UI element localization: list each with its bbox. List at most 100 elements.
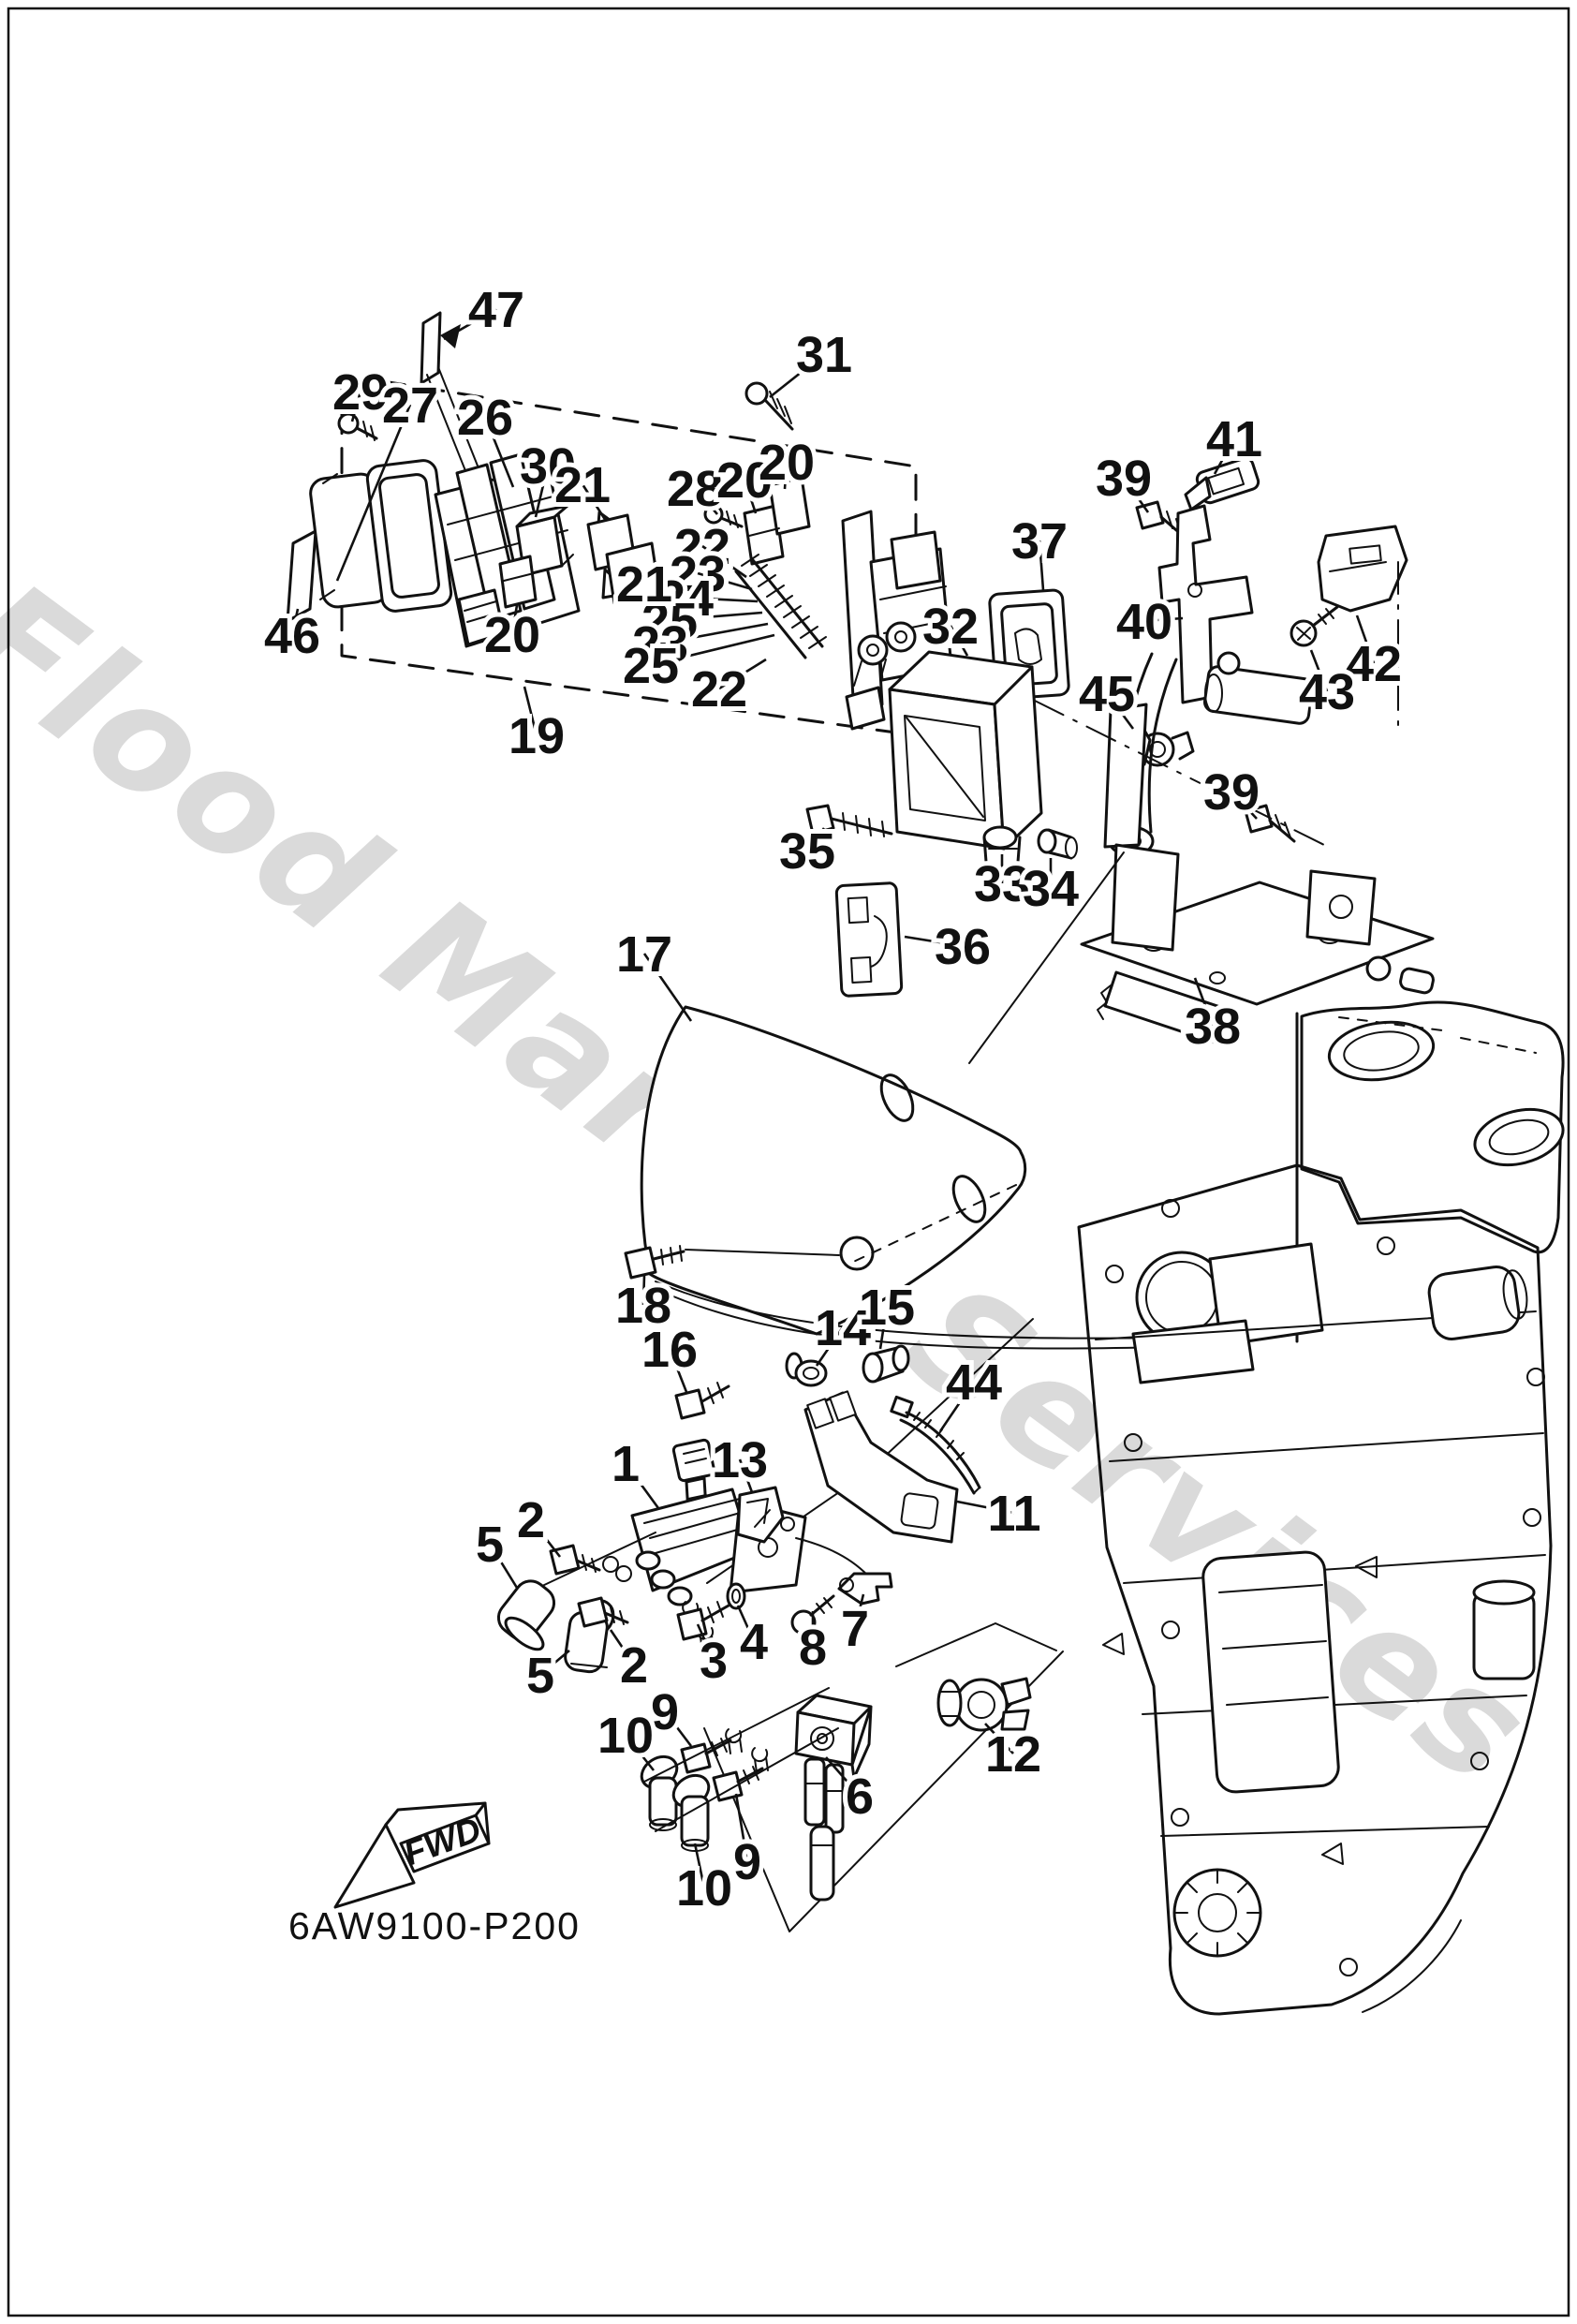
box-32	[853, 621, 1043, 851]
callout-leader	[938, 1381, 976, 1432]
relay-21	[586, 513, 661, 605]
screw-39a	[1135, 500, 1191, 543]
callout-label: 37	[1011, 513, 1068, 570]
bolt-16	[674, 1382, 730, 1420]
callout-leader	[805, 827, 826, 851]
callout-label: 39	[1203, 764, 1260, 821]
callout-leader	[1105, 692, 1135, 730]
callout-label: 13	[712, 1432, 768, 1488]
callout-leader	[650, 633, 775, 667]
callout-label: 47	[468, 282, 524, 338]
clamp-12	[936, 1677, 1032, 1732]
callout-label: 8	[799, 1620, 827, 1676]
callout-label: 36	[935, 919, 991, 975]
callout-leader	[641, 1275, 646, 1306]
plug-cap-10b	[671, 1773, 711, 1852]
callout-leader	[624, 1734, 656, 1771]
bracket-42	[1317, 525, 1408, 613]
leader-lines	[290, 307, 1376, 1888]
screw-28	[703, 504, 744, 528]
callout-leader	[624, 1462, 660, 1509]
page-border	[7, 7, 1570, 2317]
callout-label: 15	[859, 1280, 915, 1336]
callout-leader	[1038, 540, 1045, 591]
callout-label: 5	[526, 1648, 554, 1704]
callout-leader	[668, 1348, 688, 1393]
callout-label: 6	[846, 1769, 874, 1825]
callout-label: 26	[457, 390, 513, 446]
callout-label: 21	[554, 457, 611, 513]
callout-leader	[769, 352, 825, 399]
callout-label: 45	[1079, 666, 1135, 722]
callout-leader	[625, 581, 645, 585]
callout-leader	[1143, 616, 1184, 623]
callout-label: 19	[508, 708, 565, 764]
screw-31	[744, 381, 794, 431]
callout-label: 5	[476, 1517, 504, 1573]
callout-leader	[736, 1605, 756, 1642]
callout-label: 16	[641, 1322, 698, 1378]
grommet-33	[982, 825, 1022, 874]
callout-leader	[718, 658, 767, 690]
callout-label: 20	[484, 607, 540, 663]
axis-lines	[643, 1687, 839, 1832]
callout-leader	[443, 307, 497, 341]
callout-label: 17	[616, 926, 672, 983]
callout-label: 28	[667, 461, 723, 517]
bolt-18	[624, 1245, 840, 1280]
callout-label: 38	[1185, 999, 1241, 1055]
callout-label: 27	[382, 377, 438, 434]
fusebox-cover-27	[309, 459, 453, 613]
callout-leader	[738, 1458, 754, 1493]
callout-leader	[335, 404, 412, 582]
callout-label: 9	[651, 1684, 679, 1740]
callout-leader	[488, 1543, 519, 1589]
callout-leader	[642, 953, 693, 1022]
callout-label: 35	[779, 823, 835, 880]
callout-label: 2	[517, 1492, 545, 1548]
clamp-13	[736, 1486, 785, 1544]
callout-label: 43	[1299, 664, 1355, 720]
callout-leader	[743, 479, 758, 514]
pin-34	[1037, 828, 1078, 860]
relay-20c	[498, 555, 538, 609]
callout-label: 14	[815, 1300, 871, 1356]
callout-leader	[815, 1326, 845, 1367]
callout-label: 3	[700, 1633, 728, 1689]
callout-leader	[696, 1623, 715, 1661]
callout-label: 1	[612, 1436, 640, 1492]
bolt-2a	[523, 1532, 656, 1595]
callout-label: 2	[620, 1637, 648, 1694]
coil-assembly-1	[630, 1438, 876, 1606]
bolt-9b	[712, 1766, 764, 1802]
callout-label: 10	[676, 1860, 732, 1917]
part-code: 6AW9100-P200	[288, 1904, 581, 1947]
callout-label: 21	[616, 556, 672, 613]
callout-leader	[783, 461, 788, 490]
cable-tie-44	[890, 1395, 981, 1495]
screw-39b	[1244, 804, 1296, 843]
bracket-40	[1157, 504, 1254, 704]
screw-43	[1290, 605, 1339, 647]
callout-leader	[853, 1593, 865, 1629]
coil-6	[794, 1694, 873, 1902]
callout-label: 22	[691, 661, 747, 718]
callout-label: 23	[632, 616, 688, 673]
callout-label: 10	[597, 1708, 654, 1764]
stay-assembly-38	[1080, 651, 1435, 1045]
screw-8	[790, 1594, 835, 1636]
callout-label: 20	[759, 435, 815, 491]
callout-leader	[878, 1306, 889, 1350]
callout-leader	[534, 465, 550, 518]
callout-leader	[663, 1710, 693, 1747]
clip-41	[1184, 456, 1260, 511]
callout-leader	[529, 1518, 562, 1558]
terminal-strip-22-25	[734, 554, 827, 659]
callout-label: 31	[796, 327, 852, 383]
fwd-label: FWD	[399, 1810, 486, 1873]
callout-label: 7	[841, 1601, 869, 1657]
plug-cap-10a	[640, 1754, 679, 1831]
callout-label: 25	[623, 638, 679, 694]
bolt-15	[862, 1344, 910, 1384]
